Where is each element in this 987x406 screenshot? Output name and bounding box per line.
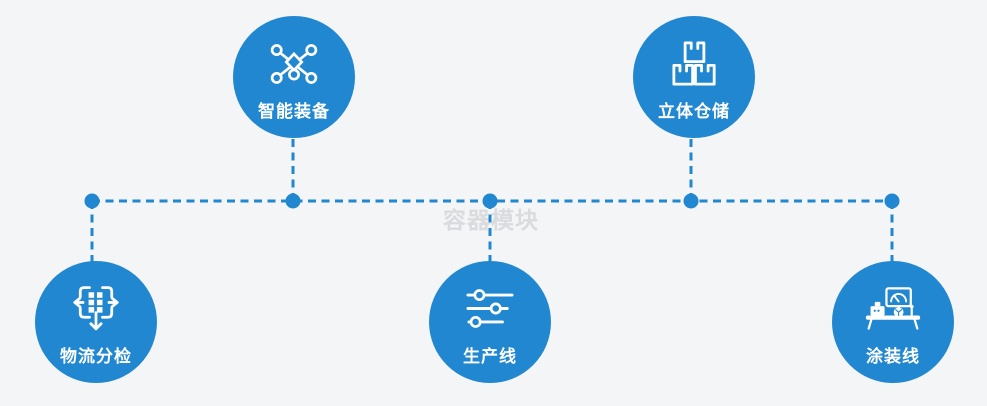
machine-monitor-icon (865, 287, 921, 330)
node-production-line: 生产线 (429, 261, 551, 383)
sliders-icon (466, 288, 514, 328)
icon-wrap (71, 280, 121, 336)
node-label: 智能装备 (258, 102, 330, 121)
node-label: 立体仓储 (658, 102, 730, 121)
watermark-text: 容器模块 (443, 207, 539, 233)
icon-wrap (466, 280, 514, 336)
node-logistics-sorting: 物流分检 (35, 261, 157, 383)
stacked-boxes-icon (671, 40, 716, 86)
node-label: 物流分检 (60, 347, 132, 366)
sorting-arrows-icon (73, 286, 119, 331)
network-nodes-icon (270, 43, 318, 84)
node-smart-equipment: 智能装备 (233, 16, 355, 138)
node-label: 生产线 (463, 347, 517, 366)
node-cubic-warehouse: 立体仓储 (633, 16, 755, 138)
icon-wrap (269, 35, 319, 91)
node-label: 涂装线 (866, 347, 920, 366)
node-coating-line: 涂装线 (832, 261, 954, 383)
icon-wrap (671, 35, 718, 91)
icon-wrap (864, 280, 922, 336)
